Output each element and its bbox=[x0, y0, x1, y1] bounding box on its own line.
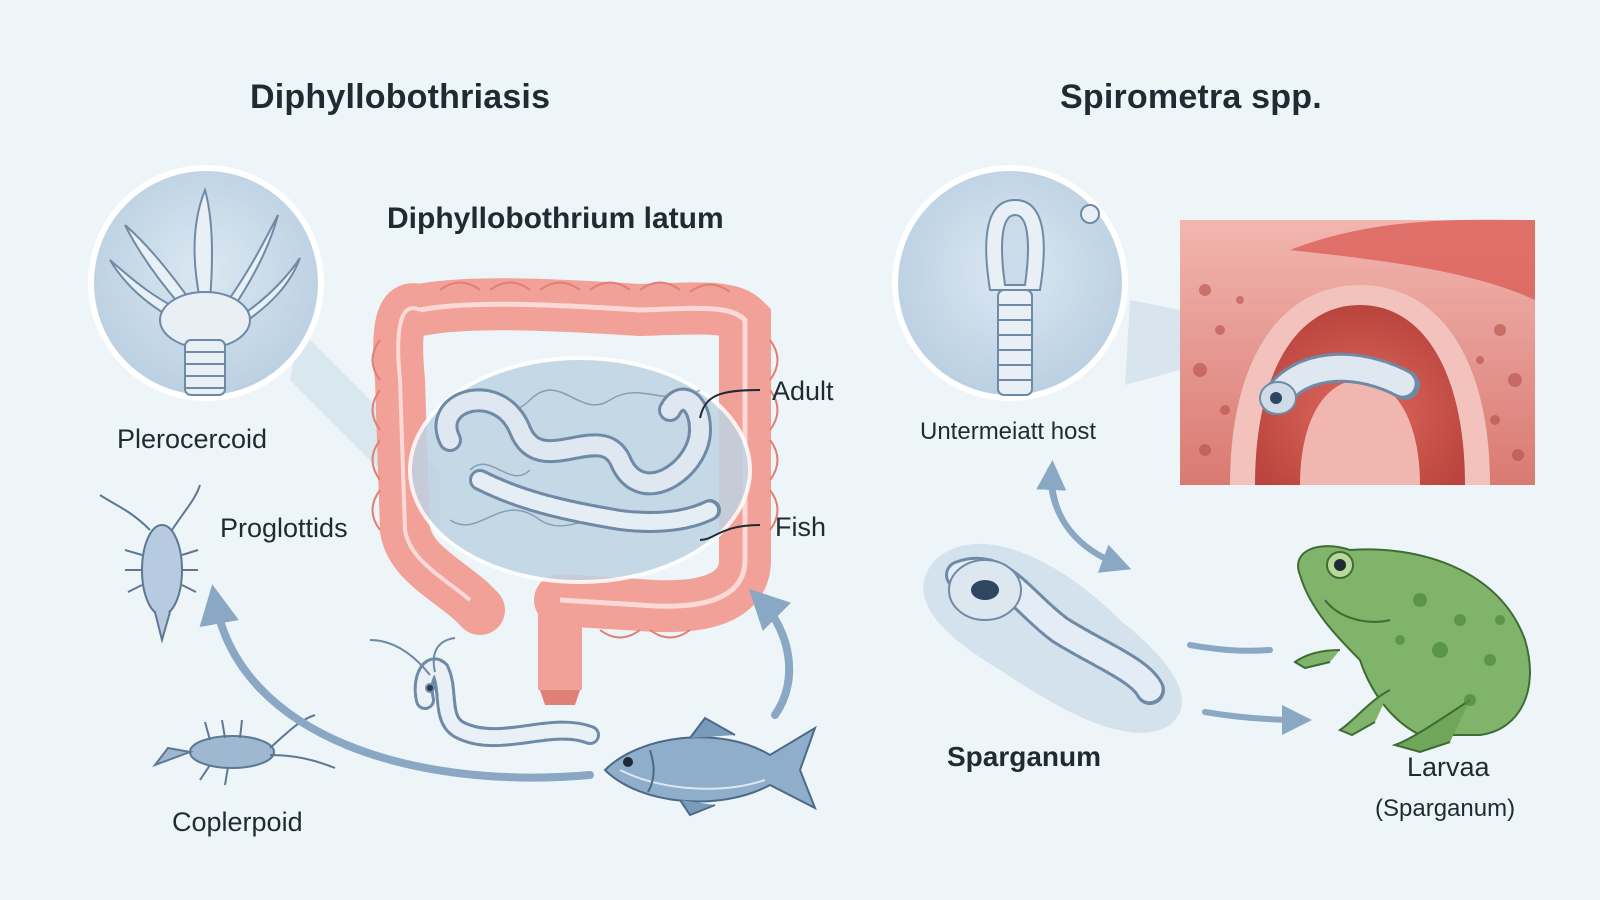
fish-icon bbox=[603, 716, 817, 817]
spirometra-magnifier bbox=[892, 165, 1180, 401]
tissue-section-illustration bbox=[1180, 219, 1535, 485]
procercoid-larva-icon bbox=[369, 637, 600, 748]
label-intermediate-host: Untermeiatt host bbox=[920, 418, 1097, 445]
scolex-hooks-icon bbox=[109, 186, 301, 396]
copepod-icon bbox=[99, 484, 201, 644]
left-panel-title: Diphyllobothriasis bbox=[250, 78, 551, 116]
left-cycle-arrows bbox=[199, 584, 794, 782]
fish-leader-line bbox=[699, 524, 761, 541]
coplerpoid-copepod-icon bbox=[152, 714, 336, 786]
label-larvaa-sub: (Sparganum) bbox=[1375, 795, 1516, 822]
label-sparganum: Sparganum bbox=[947, 741, 1102, 772]
label-larvaa: Larvaa bbox=[1407, 752, 1490, 782]
frog-icon bbox=[1293, 545, 1531, 754]
sparganum-illustration bbox=[923, 543, 1182, 733]
adult-worm-illustration bbox=[408, 356, 752, 584]
label-fish: Fish bbox=[775, 512, 827, 542]
label-proglottids: Proglottids bbox=[220, 513, 348, 543]
label-coplerpoid: Coplerpoid bbox=[172, 807, 303, 837]
adult-leader-line bbox=[699, 389, 761, 419]
right-cycle-arrows bbox=[1036, 460, 1312, 735]
species-title: Diphyllobothrium latum bbox=[387, 202, 724, 235]
intestine-illustration bbox=[371, 278, 779, 705]
right-panel-title: Spirometra spp. bbox=[1060, 78, 1322, 116]
label-adult: Adult bbox=[772, 376, 834, 406]
plerocercoid-magnifier bbox=[88, 165, 440, 530]
label-plerocercoid: Plerocercoid bbox=[117, 424, 268, 454]
spirometra-scolex-icon bbox=[985, 198, 1045, 396]
